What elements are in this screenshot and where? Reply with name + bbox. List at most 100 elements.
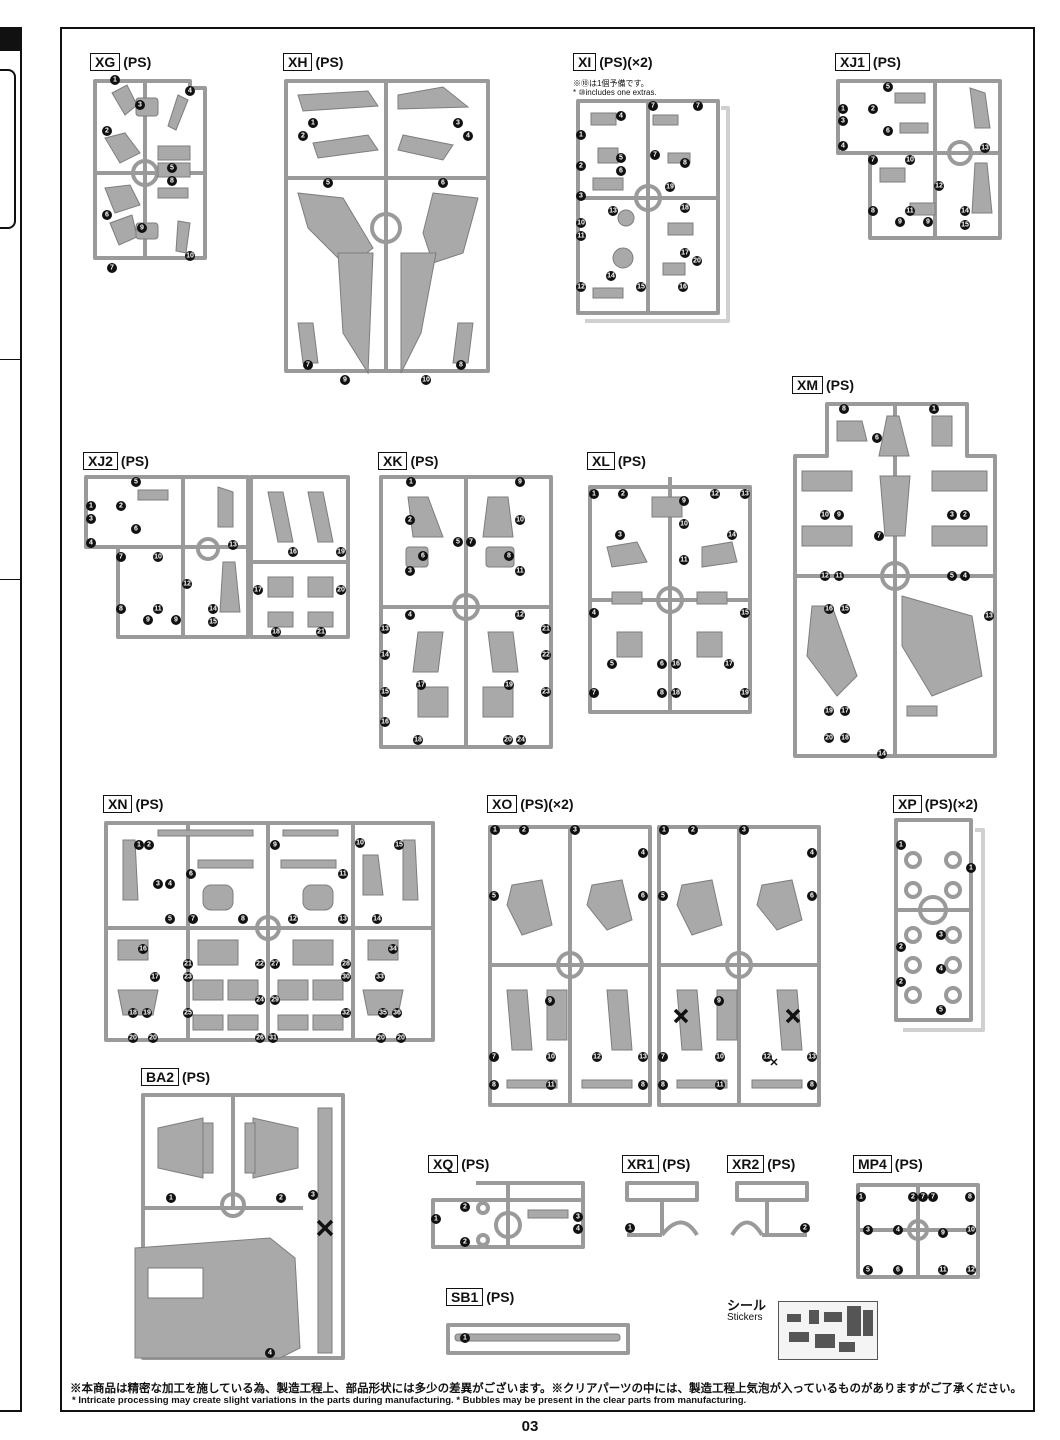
svg-text:6: 6 [886, 128, 890, 135]
svg-text:13: 13 [741, 491, 749, 498]
runner-XQ: XQ(PS) 2 1 3 4 2 [428, 1155, 593, 1260]
svg-text:7: 7 [877, 533, 881, 540]
svg-text:19: 19 [666, 184, 674, 191]
runner-XL: XL(PS) 1 2 9 12 13 10 3 14 11 4 15 5 6 1… [587, 452, 757, 722]
runner-label: XG(PS) [90, 53, 151, 71]
svg-text:2: 2 [899, 979, 903, 986]
svg-text:1: 1 [409, 479, 413, 486]
runner-XM: XM(PS) 8 1 6 10 9 3 2 7 12 11 5 4 16 15 … [792, 376, 1002, 766]
svg-text:26: 26 [256, 1035, 264, 1042]
svg-text:17: 17 [725, 661, 733, 668]
svg-text:2: 2 [522, 827, 526, 834]
svg-text:12: 12 [763, 1054, 771, 1061]
svg-text:34: 34 [389, 946, 397, 953]
svg-text:3: 3 [311, 1192, 315, 1199]
runner-MP4: MP4(PS) 1 2 7 7 8 3 4 9 10 5 6 11 12 [853, 1155, 983, 1285]
runner-XG-diagram: 1 3 4 2 5 8 6 9 10 7 [93, 75, 207, 273]
svg-text:3: 3 [573, 827, 577, 834]
svg-text:1: 1 [463, 1335, 467, 1342]
runner-label: XJ2(PS) [83, 452, 149, 470]
svg-text:7: 7 [653, 152, 657, 159]
runner-label: XL(PS) [587, 452, 646, 470]
edge-divider [0, 579, 20, 580]
svg-text:13: 13 [609, 208, 617, 215]
svg-text:10: 10 [577, 220, 585, 227]
svg-text:7: 7 [661, 1054, 665, 1061]
runner-XJ1-diagram: 5 1 2 3 6 4 7 10 13 12 8 11 14 9 9 15 [836, 79, 1002, 240]
runner-label: XR2(PS) [727, 1155, 795, 1173]
svg-text:17: 17 [417, 682, 425, 689]
svg-text:16: 16 [825, 606, 833, 613]
sticker-sheet-image [778, 1301, 878, 1360]
svg-text:1: 1 [311, 120, 315, 127]
svg-text:9: 9 [548, 998, 552, 1005]
svg-text:1: 1 [89, 503, 93, 510]
svg-text:1: 1 [169, 1195, 173, 1202]
svg-text:9: 9 [941, 1230, 945, 1237]
svg-text:3: 3 [456, 120, 460, 127]
svg-text:24: 24 [256, 997, 264, 1004]
runner-XQ-diagram: 2 1 3 4 2 [431, 1181, 585, 1249]
part-numbers: 1 1 3 2 4 2 5 [896, 840, 976, 1015]
runner-XK-diagram: 1 9 2 10 5 7 6 8 3 11 4 12 13 21 14 22 1… [379, 475, 553, 749]
svg-text:8: 8 [507, 553, 511, 560]
part-numbers: 5 1 2 3 6 4 7 10 13 12 8 11 14 9 9 15 [838, 82, 990, 230]
svg-text:8: 8 [170, 178, 174, 185]
runner-label: XR1(PS) [622, 1155, 690, 1173]
svg-text:4: 4 [963, 573, 967, 580]
svg-text:15: 15 [961, 222, 969, 229]
svg-text:5: 5 [950, 573, 954, 580]
svg-text:11: 11 [716, 1082, 724, 1089]
svg-text:19: 19 [505, 682, 513, 689]
svg-text:9: 9 [837, 512, 841, 519]
runner-label: XQ(PS) [428, 1155, 489, 1173]
svg-text:11: 11 [547, 1082, 555, 1089]
svg-text:15: 15 [741, 610, 749, 617]
svg-text:21: 21 [317, 629, 325, 636]
svg-text:5: 5 [939, 1007, 943, 1014]
svg-text:15: 15 [395, 842, 403, 849]
svg-text:4: 4 [810, 850, 814, 857]
svg-text:1: 1 [493, 827, 497, 834]
svg-text:1: 1 [859, 1194, 863, 1201]
svg-text:14: 14 [607, 273, 615, 280]
svg-text:7: 7 [469, 539, 473, 546]
svg-text:1: 1 [579, 132, 583, 139]
svg-text:11: 11 [906, 208, 914, 215]
runner-XP-diagram: 1 1 3 2 4 2 5 [894, 818, 985, 1032]
svg-text:2: 2 [963, 512, 967, 519]
svg-text:6: 6 [810, 893, 814, 900]
svg-text:8: 8 [661, 1082, 665, 1089]
runner-XL-diagram: 1 2 9 12 13 10 3 14 11 4 15 5 6 16 17 7 … [588, 477, 752, 714]
svg-text:2: 2 [803, 1225, 807, 1232]
svg-text:29: 29 [271, 997, 279, 1004]
svg-text:14: 14 [961, 208, 969, 215]
svg-text:16: 16 [672, 661, 680, 668]
svg-text:2: 2 [463, 1239, 467, 1246]
svg-text:10: 10 [547, 1054, 555, 1061]
svg-text:6: 6 [875, 435, 879, 442]
svg-text:30: 30 [342, 974, 350, 981]
svg-text:4: 4 [89, 540, 93, 547]
runner-XM-diagram: 8 1 6 10 9 3 2 7 12 11 5 4 16 15 13 19 1… [793, 402, 997, 759]
svg-text:2: 2 [105, 128, 109, 135]
part-numbers: 8 1 6 10 9 3 2 7 12 11 5 4 16 15 13 19 1… [820, 404, 994, 759]
footer-notice-en: * Intricate processing may create slight… [72, 1395, 747, 1406]
part-numbers: 1 2 3 4 [166, 1190, 318, 1358]
svg-text:4: 4 [408, 612, 412, 619]
svg-text:1: 1 [628, 1225, 632, 1232]
svg-text:10: 10 [186, 253, 194, 260]
svg-text:16: 16 [289, 549, 297, 556]
svg-text:16: 16 [381, 719, 389, 726]
runner-XO: XO(PS)(×2) 1 2 3 4 1 2 3 4 5 6 5 6 [487, 795, 822, 1115]
svg-text:3: 3 [576, 1214, 580, 1221]
runner-label: XN(PS) [103, 795, 163, 813]
svg-text:4: 4 [619, 113, 623, 120]
svg-text:20: 20 [397, 1035, 405, 1042]
svg-text:1: 1 [841, 106, 845, 113]
svg-text:3: 3 [618, 532, 622, 539]
svg-text:10: 10 [680, 521, 688, 528]
svg-text:3: 3 [950, 512, 954, 519]
part-numbers: 1 3 4 2 5 8 6 9 10 7 [102, 75, 195, 273]
part-numbers: 1 4 7 7 2 5 6 7 8 3 19 13 18 10 11 17 20… [576, 101, 703, 292]
